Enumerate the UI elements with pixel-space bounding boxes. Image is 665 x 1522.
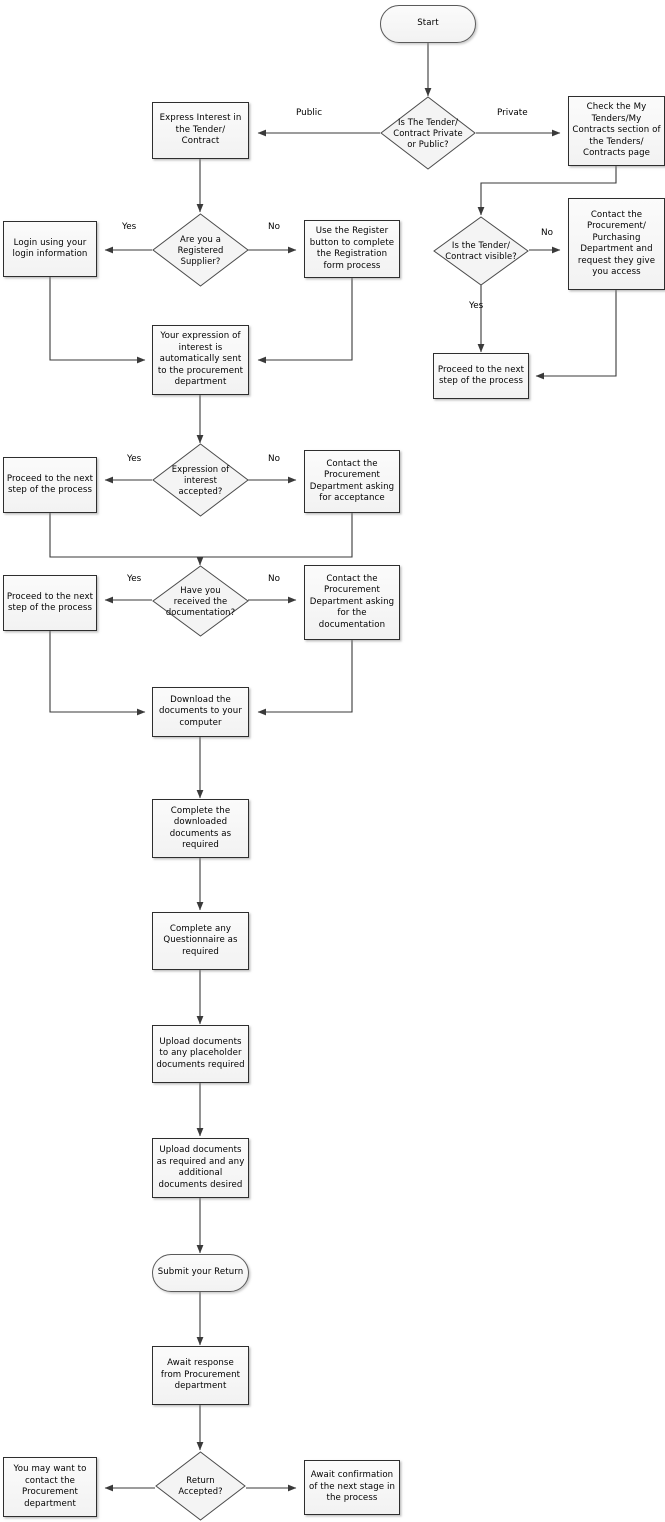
- edge-proceed-to-download: [49, 631, 146, 716]
- node-upload-required-documents[interactable]: Upload documents as required and any add…: [152, 1138, 249, 1198]
- node-await-confirmation[interactable]: Await confirmation of the next stage in …: [304, 1460, 400, 1515]
- node-contact-for-documentation[interactable]: Contact the Procurement Department askin…: [304, 565, 400, 640]
- node-expression-sent[interactable]: Your expression of interest is automatic…: [152, 325, 249, 395]
- node-contact-for-acceptance[interactable]: Contact the Procurement Department askin…: [304, 450, 400, 513]
- edge-contact-accept-join: [200, 513, 353, 558]
- node-label: Complete any Questionnaire as required: [163, 923, 238, 957]
- node-expression-accepted[interactable]: Expression of interest accepted?: [152, 443, 249, 517]
- diamond-shape: [152, 213, 249, 287]
- node-express-interest[interactable]: Express Interest in the Tender/ Contract: [152, 102, 249, 159]
- edge-label-visible-no: No: [541, 228, 553, 238]
- edge-label-docs-yes: Yes: [127, 574, 142, 584]
- node-label: Is the Tender/ Contract visible?: [445, 240, 517, 261]
- edge-label-eoi-no: No: [268, 454, 280, 464]
- node-download-documents[interactable]: Download the documents to your computer: [152, 687, 249, 737]
- node-label: Expression of interest accepted?: [171, 463, 230, 496]
- edge-proceed-to-received: [49, 513, 204, 566]
- node-use-register-button[interactable]: Use the Register button to complete the …: [304, 220, 400, 278]
- node-label: Await confirmation of the next stage in …: [308, 1470, 396, 1504]
- node-complete-downloaded-documents[interactable]: Complete the downloaded documents as req…: [152, 799, 249, 858]
- node-label: Submit your Return: [157, 1267, 244, 1278]
- node-label: Is The Tender/ Contract Private or Publi…: [393, 116, 463, 149]
- diamond-shape: [152, 565, 249, 637]
- edge-contact-access-to-proceed: [535, 290, 617, 380]
- node-label: Complete the downloaded documents as req…: [169, 805, 232, 851]
- node-label: Contact the Procurement Department askin…: [309, 573, 395, 630]
- node-start[interactable]: Start: [380, 5, 476, 43]
- edge-login-to-eoi: [49, 277, 146, 364]
- edge-label-private: Private: [497, 108, 528, 118]
- edge-contact-docs-to-download: [257, 640, 353, 716]
- node-label: Login using your login information: [12, 237, 88, 260]
- edge-label-visible-yes: Yes: [469, 301, 484, 311]
- node-label: Proceed to the next step of the process: [6, 591, 94, 614]
- node-check-my-tenders[interactable]: Check the My Tenders/My Contracts sectio…: [568, 96, 665, 166]
- node-label: Proceed to the next step of the process: [437, 364, 525, 387]
- node-label: Contact the Procurement/ Purchasing Depa…: [577, 209, 656, 278]
- node-label: Upload documents as required and any add…: [156, 1145, 245, 1190]
- node-registered-supplier[interactable]: Are you a Registered Supplier?: [152, 213, 249, 287]
- node-received-documentation[interactable]: Have you received the documentation?: [152, 565, 249, 637]
- node-label: Check the My Tenders/My Contracts sectio…: [572, 102, 661, 159]
- edge-label-eoi-yes: Yes: [127, 454, 142, 464]
- edge-label-registered-no: No: [268, 222, 280, 232]
- node-proceed-after-docs[interactable]: Proceed to the next step of the process: [3, 575, 97, 631]
- node-return-accepted[interactable]: Return Accepted?: [155, 1451, 246, 1521]
- edge-label-docs-no: No: [268, 574, 280, 584]
- node-upload-placeholder-documents[interactable]: Upload documents to any placeholder docu…: [152, 1025, 249, 1083]
- node-label: Contact the Procurement Department askin…: [309, 458, 395, 504]
- edge-label-public: Public: [296, 108, 323, 118]
- node-submit-return[interactable]: Submit your Return: [152, 1254, 249, 1292]
- diamond-shape: [380, 96, 476, 170]
- node-label: Have you received the documentation?: [165, 584, 236, 617]
- node-label: Start: [417, 18, 439, 29]
- node-label: Return Accepted?: [178, 1475, 223, 1496]
- diamond-shape: [155, 1451, 246, 1521]
- node-label: Are you a Registered Supplier?: [177, 233, 224, 266]
- node-proceed-after-eoi[interactable]: Proceed to the next step of the process: [3, 457, 97, 513]
- node-label: Upload documents to any placeholder docu…: [156, 1036, 245, 1070]
- node-label: Await response from Procurement departme…: [160, 1358, 241, 1392]
- node-complete-questionnaire[interactable]: Complete any Questionnaire as required: [152, 912, 249, 970]
- node-label: Express Interest in the Tender/ Contract: [159, 113, 242, 147]
- edge-label-registered-yes: Yes: [122, 222, 137, 232]
- node-tender-private-or-public[interactable]: Is The Tender/ Contract Private or Publi…: [380, 96, 476, 170]
- node-label: Use the Register button to complete the …: [309, 226, 395, 271]
- edge-register-to-eoi: [257, 278, 353, 364]
- node-label: Proceed to the next step of the process: [6, 473, 94, 496]
- node-label: Download the documents to your computer: [159, 694, 242, 728]
- node-you-may-want-to-contact[interactable]: You may want to contact the Procurement …: [3, 1457, 97, 1517]
- node-tender-visible[interactable]: Is the Tender/ Contract visible?: [433, 216, 529, 286]
- node-label: You may want to contact the Procurement …: [13, 1464, 87, 1509]
- node-contact-request-access[interactable]: Contact the Procurement/ Purchasing Depa…: [568, 198, 665, 290]
- node-login[interactable]: Login using your login information: [3, 221, 97, 277]
- node-label: Your expression of interest is automatic…: [157, 331, 244, 388]
- node-await-response[interactable]: Await response from Procurement departme…: [152, 1346, 249, 1405]
- node-proceed-after-visible[interactable]: Proceed to the next step of the process: [433, 353, 529, 399]
